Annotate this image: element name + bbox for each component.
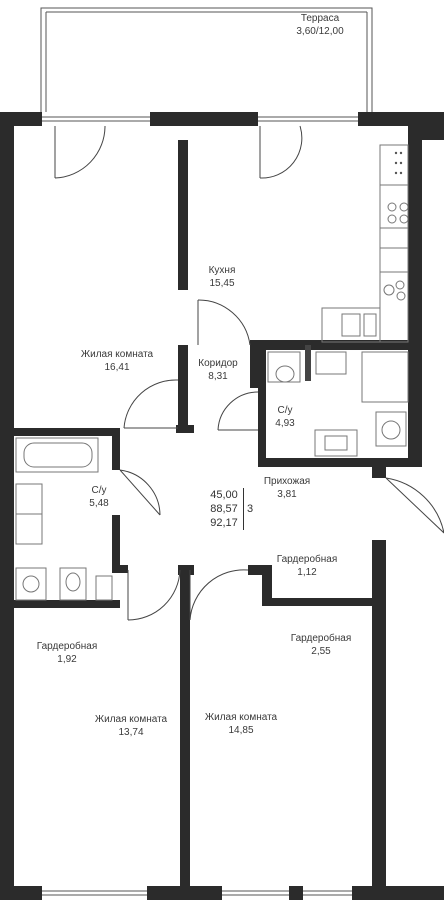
wc1-fixtures: [267, 351, 409, 457]
wardrobe3-name: Гардеробная: [290, 633, 352, 644]
wc2-name: С/у: [91, 485, 107, 496]
corridor-area: 8,31: [208, 371, 228, 382]
total-with-terrace-value: 92,17: [210, 517, 238, 529]
wc2-area: 5,48: [89, 498, 109, 509]
wardrobe2-label: Гардеробная 1,92: [32, 640, 102, 666]
hallway-label: Прихожая 3,81: [256, 475, 318, 501]
wardrobe2-area: 1,92: [57, 654, 77, 665]
living3-label: Жилая комната 14,85: [194, 711, 288, 737]
wardrobe3-label: Гардеробная 2,55: [286, 632, 356, 658]
stove-dots: [394, 151, 403, 175]
living2-name: Жилая комната: [94, 714, 168, 725]
terrace-outline: [40, 7, 373, 112]
wc2-fixtures: [15, 437, 113, 601]
wc1-area: 4,93: [275, 418, 295, 429]
hallway-name: Прихожая: [263, 476, 311, 487]
doors: [54, 125, 444, 621]
living2-label: Жилая комната 13,74: [84, 713, 178, 739]
interior-walls: [8, 140, 422, 890]
living1-label: Жилая комната 16,41: [70, 348, 164, 374]
apartment-summary: 45,00 88,57 92,17 3: [205, 488, 265, 530]
wardrobe1-area: 1,12: [297, 567, 317, 578]
terrace-area: 3,60/12,00: [296, 26, 344, 37]
total-area-value: 88,57: [210, 503, 238, 515]
living3-area: 14,85: [228, 725, 254, 736]
living2-area: 13,74: [118, 727, 144, 738]
windows: [42, 112, 358, 900]
room-count: 3: [247, 503, 254, 515]
wardrobe2-name: Гардеробная: [36, 641, 98, 652]
living1-name: Жилая комната: [80, 349, 154, 360]
living1-area: 16,41: [104, 362, 130, 373]
kitchen-name: Кухня: [208, 265, 236, 276]
area-values: 45,00 88,57 92,17: [205, 488, 244, 530]
wardrobe3-area: 2,55: [311, 646, 331, 657]
corridor-label: Коридор 8,31: [192, 357, 244, 383]
living3-name: Жилая комната: [204, 712, 278, 723]
hallway-area: 3,81: [277, 489, 297, 500]
wardrobe1-label: Гардеробная 1,12: [272, 553, 342, 579]
wc1-name: С/у: [277, 405, 293, 416]
terrace-label: Терраса 3,60/12,00: [270, 12, 370, 38]
wc1-label: С/у 4,93: [268, 404, 302, 430]
terrace-name: Терраса: [300, 13, 340, 24]
kitchen-fixtures: [321, 144, 409, 343]
kitchen-area: 15,45: [209, 278, 235, 289]
wc2-label: С/у 5,48: [82, 484, 116, 510]
living-area-value: 45,00: [210, 489, 238, 501]
wardrobe1-name: Гардеробная: [276, 554, 338, 565]
corridor-name: Коридор: [198, 358, 238, 369]
kitchen-label: Кухня 15,45: [186, 264, 258, 290]
